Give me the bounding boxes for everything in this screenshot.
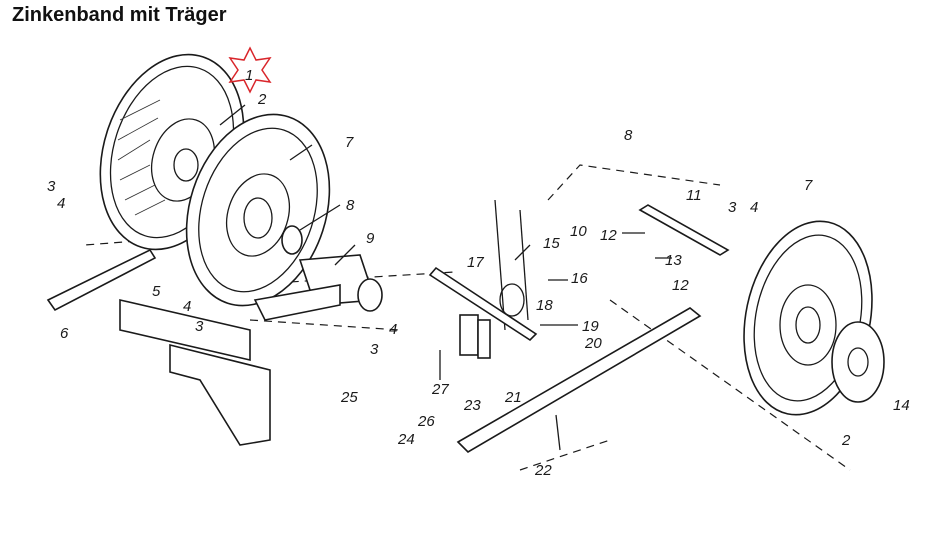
label-4c: 4 <box>750 199 758 216</box>
label-3d: 3 <box>370 341 379 358</box>
label-5: 5 <box>152 283 161 300</box>
screw-22 <box>555 414 561 451</box>
label-19: 19 <box>582 318 599 335</box>
label-1: 1 <box>245 67 253 84</box>
label-3c: 3 <box>728 199 737 216</box>
flange-2 <box>831 321 885 403</box>
label-10: 10 <box>570 223 587 240</box>
label-22: 22 <box>534 462 552 479</box>
label-14: 14 <box>893 397 910 414</box>
label-20: 20 <box>584 335 602 352</box>
label-3b: 3 <box>195 318 204 335</box>
leader-lines <box>219 104 672 380</box>
label-8a: 8 <box>346 197 355 214</box>
bar-23 <box>456 307 702 454</box>
label-13: 13 <box>665 252 682 269</box>
label-17: 17 <box>467 254 484 271</box>
label-24: 24 <box>397 431 415 448</box>
label-16: 16 <box>571 270 588 287</box>
label-21: 21 <box>504 389 522 406</box>
label-15: 15 <box>543 235 560 252</box>
lever-assembly <box>428 199 538 359</box>
star-marker-icon <box>228 46 272 94</box>
label-12b: 12 <box>672 277 689 294</box>
label-25: 25 <box>340 389 358 406</box>
part-labels: 1 2 3 4 5 6 7 8 9 4 3 8 10 11 12 13 12 3… <box>47 67 910 479</box>
label-23: 23 <box>463 397 481 414</box>
label-7a: 7 <box>345 134 354 151</box>
label-18: 18 <box>536 297 553 314</box>
label-2b: 2 <box>841 432 851 449</box>
label-7b: 7 <box>804 177 813 194</box>
bar-6 <box>46 248 157 312</box>
label-8b: 8 <box>624 127 633 144</box>
page-title: Zinkenband mit Träger <box>12 4 227 26</box>
label-26: 26 <box>417 413 435 430</box>
shaft-11 <box>638 204 730 256</box>
label-3a: 3 <box>47 178 56 195</box>
label-11: 11 <box>686 187 702 204</box>
label-4b: 4 <box>183 298 191 315</box>
middle-wheel-7 <box>185 113 331 307</box>
label-27: 27 <box>431 381 449 398</box>
label-4d: 4 <box>389 321 397 338</box>
frame-bracket <box>119 284 341 446</box>
label-4a: 4 <box>57 195 65 212</box>
label-12a: 12 <box>600 227 617 244</box>
label-9: 9 <box>366 230 375 247</box>
label-2a: 2 <box>257 91 267 108</box>
label-6: 6 <box>60 325 69 342</box>
